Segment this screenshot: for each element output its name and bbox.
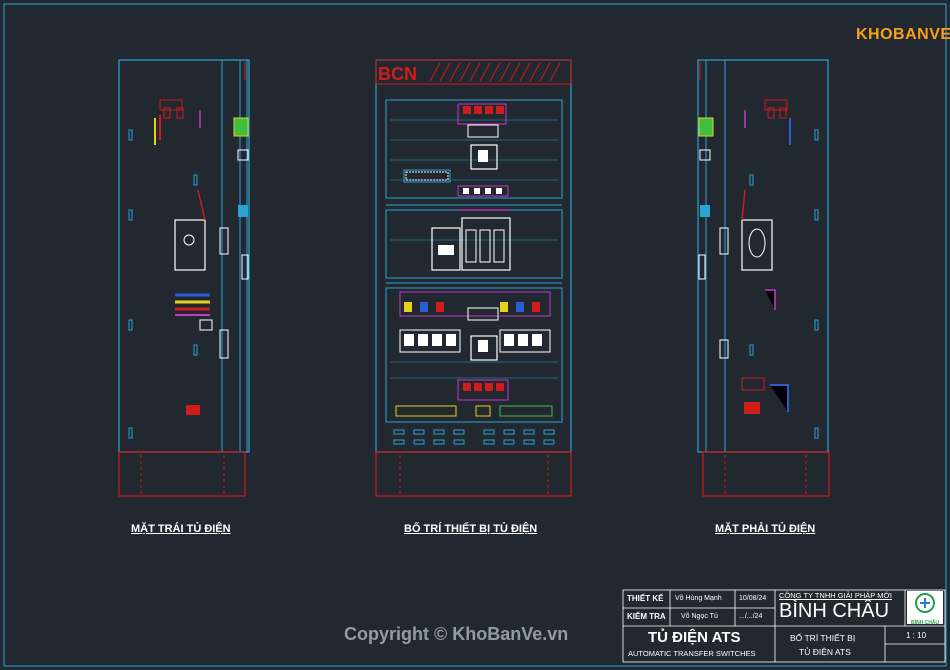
checked-date: .../.../24 xyxy=(739,613,763,620)
left-view-label: MẶT TRÁI TỦ ĐIỆN xyxy=(131,523,231,535)
badge-text: BCN xyxy=(378,64,417,84)
company-logo-icon xyxy=(915,593,935,613)
title-block-frame xyxy=(622,589,946,663)
project-subtitle: AUTOMATIC TRANSFER SWITCHES xyxy=(628,649,756,658)
sheet-title-line1: BỐ TRÍ THIẾT BỊ xyxy=(790,633,856,643)
right-side-view xyxy=(697,59,830,497)
company-logo: BÌNH CHÂU xyxy=(907,591,943,626)
project-title: TỦ ĐIỆN ATS xyxy=(648,629,741,646)
designed-date: 10/08/24 xyxy=(739,595,767,602)
checked-name: Võ Ngọc Tú xyxy=(681,613,718,620)
company-line2: BÌNH CHÂU xyxy=(779,600,890,622)
checked-label: KIỂM TRA xyxy=(627,612,666,621)
site-logo: KHOBANVE xyxy=(856,26,950,43)
right-view-label: MẶT PHẢI TỦ ĐIỆN xyxy=(715,523,816,535)
designed-name: Võ Hùng Mạnh xyxy=(675,595,722,602)
company-line1: CÔNG TY TNHH GIẢI PHÁP MỚI xyxy=(779,591,892,600)
center-front-view: BCN xyxy=(375,59,572,497)
sheet-title-line2: TỦ ĐIỆN ATS xyxy=(799,647,851,657)
copyright-watermark: Copyright © KhoBanVe.vn xyxy=(344,624,569,644)
company-logo-text: BÌNH CHÂU xyxy=(910,620,940,626)
scale: 1 : 10 xyxy=(906,631,927,640)
designed-label: THIẾT KẾ xyxy=(627,594,664,603)
sheet-border xyxy=(3,3,947,667)
header-hatch xyxy=(429,62,561,82)
center-view-label: BỐ TRÍ THIẾT BỊ TỦ ĐIỆN xyxy=(404,523,538,535)
left-side-view xyxy=(118,59,250,497)
